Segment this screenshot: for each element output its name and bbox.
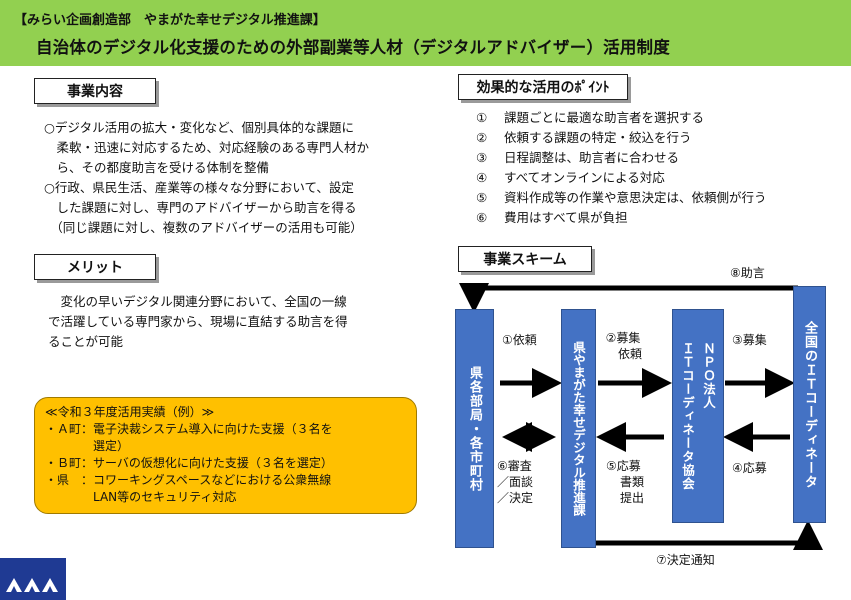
recruit-request-label-line: ②募集 bbox=[605, 331, 641, 345]
point-number: ① bbox=[476, 110, 488, 125]
review-label: ⑥審査 ／面談 ／決定 bbox=[497, 458, 533, 506]
municipal-bar: 県各部局・各市町村 bbox=[455, 309, 494, 548]
decision-arrow bbox=[596, 520, 823, 550]
review-label-line: ／決定 bbox=[497, 491, 534, 505]
results-line: ・Ａ町：電子決裁システム導入に向けた支援（３名を bbox=[45, 422, 333, 436]
merit-heading-label: メリット bbox=[67, 260, 123, 276]
header-banner: 【みらい企画創造部 やまがた幸せデジタル推進課】 自治体のデジタル化支援のための… bbox=[0, 0, 851, 66]
point-item: ③ 日程調整は、助言者に合わせる bbox=[476, 148, 767, 168]
recruit-request-label-line: 依頼 bbox=[618, 347, 643, 361]
merit-content: 変化の早いデジタル関連分野において、全国の一線 で活躍している専門家から、現場に… bbox=[48, 292, 348, 352]
merit-line: で活躍している専門家から、現場に直結する助言を得 bbox=[48, 314, 348, 329]
review-label-line: ／面談 bbox=[497, 475, 534, 489]
merit-heading: メリット bbox=[34, 254, 156, 280]
npo-label-line1: ＮＰＯ法人 bbox=[701, 341, 716, 410]
point-number: ⑤ bbox=[476, 190, 488, 205]
department-label: 【みらい企画創造部 やまがた幸せデジタル推進課】 bbox=[14, 13, 326, 28]
page-title: 自治体のデジタル化支援のための外部副業等人材（デジタルアドバイザー）活用制度 bbox=[36, 38, 670, 57]
points-list: ① 課題ごとに最適な助言者を選択する ② 依頼する課題の特定・絞込を行う ③ 日程調整… bbox=[476, 108, 767, 228]
prefecture-logo bbox=[0, 558, 66, 600]
point-text: 費用はすべて県が負担 bbox=[504, 210, 628, 225]
business-heading: 事業内容 bbox=[34, 78, 156, 104]
point-text: すべてオンラインによる対応 bbox=[504, 170, 665, 185]
recruit-request-label: ②募集 依頼 bbox=[604, 330, 642, 362]
business-line: ら、その都度助言を受ける体制を整備 bbox=[44, 160, 270, 175]
point-item: ④ すべてオンラインによる対応 bbox=[476, 168, 767, 188]
results-title: ≪令和３年度活用実績（例）≫ bbox=[45, 405, 215, 419]
promotion-label: 県やまがた幸せデジタル推進課 bbox=[571, 341, 586, 516]
review-label-line: ⑥審査 bbox=[497, 459, 532, 473]
point-text: 資料作成等の作業や意思決定は、依頼側が行う bbox=[504, 190, 767, 205]
business-line: ○デジタル活用の拡大・変化など、個別具体的な課題に bbox=[44, 120, 355, 135]
apply-docs-label-line: 書類 bbox=[620, 475, 645, 489]
npo-bar: ＮＰＯ法人 ＩＴコーディネータ協会 bbox=[672, 309, 724, 523]
recruit-label: ③募集 bbox=[732, 333, 767, 347]
point-item: ② 依頼する課題の特定・絞込を行う bbox=[476, 128, 767, 148]
results-line: ・県 ：コワーキングスペースなどにおける公衆無線 bbox=[45, 473, 332, 487]
request-label: ①依頼 bbox=[502, 333, 537, 347]
advice-label: ⑧助言 bbox=[730, 266, 765, 280]
results-line: LAN等のセキュリティ対応 bbox=[45, 490, 237, 504]
npo-label-line2: ＩＴコーディネータ協会 bbox=[680, 341, 695, 491]
business-line: （同じ課題に対し、複数のアドバイザーの活用も可能） bbox=[44, 220, 363, 235]
apply-label: ④応募 bbox=[732, 461, 767, 475]
business-line: ○行政、県民生活、産業等の様々な分野において、設定 bbox=[44, 180, 354, 195]
results-box: ≪令和３年度活用実績（例）≫ ・Ａ町：電子決裁システム導入に向けた支援（３名を … bbox=[34, 397, 417, 514]
coordinator-bar: 全国のＩＴコーディネータ bbox=[793, 286, 826, 523]
point-number: ⑥ bbox=[476, 210, 488, 225]
point-text: 課題ごとに最適な助言者を選択する bbox=[504, 110, 705, 125]
municipal-label: 県各部局・各市町村 bbox=[467, 365, 482, 492]
point-number: ③ bbox=[476, 150, 488, 165]
business-line: した課題に対し、専門のアドバイザーから助言を得る bbox=[44, 200, 357, 215]
promotion-bar: 県やまがた幸せデジタル推進課 bbox=[561, 309, 596, 548]
point-text: 依頼する課題の特定・絞込を行う bbox=[504, 130, 692, 145]
point-item: ① 課題ごとに最適な助言者を選択する bbox=[476, 108, 767, 128]
point-item: ⑤ 資料作成等の作業や意思決定は、依頼側が行う bbox=[476, 188, 767, 208]
scheme-heading: 事業スキーム bbox=[458, 246, 592, 272]
business-heading-label: 事業内容 bbox=[67, 84, 123, 100]
apply-docs-label: ⑤応募 書類 提出 bbox=[606, 458, 644, 506]
merit-line: ることが可能 bbox=[48, 334, 124, 349]
point-item: ⑥ 費用はすべて県が負担 bbox=[476, 208, 767, 228]
advice-arrow bbox=[459, 283, 798, 313]
coordinator-label: 全国のＩＴコーディネータ bbox=[802, 320, 817, 489]
points-heading-label: 効果的な活用のﾎﾟｲﾝﾄ bbox=[476, 80, 610, 96]
apply-docs-label-line: 提出 bbox=[620, 491, 645, 505]
mountain-logo-icon bbox=[6, 578, 58, 592]
decision-label: ⑦決定通知 bbox=[656, 553, 715, 567]
results-line: 選定） bbox=[45, 439, 130, 453]
results-line: ・Ｂ町：サーバの仮想化に向けた支援（３名を選定） bbox=[45, 456, 333, 470]
business-line: 柔軟・迅速に対応するため、対応経験のある専門人材か bbox=[44, 140, 370, 155]
point-text: 日程調整は、助言者に合わせる bbox=[504, 150, 680, 165]
points-heading: 効果的な活用のﾎﾟｲﾝﾄ bbox=[458, 74, 628, 100]
apply-docs-label-line: ⑤応募 bbox=[606, 459, 641, 473]
point-number: ④ bbox=[476, 170, 488, 185]
scheme-heading-label: 事業スキーム bbox=[483, 252, 567, 268]
merit-line: 変化の早いデジタル関連分野において、全国の一線 bbox=[48, 294, 347, 309]
business-content: ○デジタル活用の拡大・変化など、個別具体的な課題に 柔軟・迅速に対応するため、対… bbox=[44, 118, 369, 238]
point-number: ② bbox=[476, 130, 488, 145]
